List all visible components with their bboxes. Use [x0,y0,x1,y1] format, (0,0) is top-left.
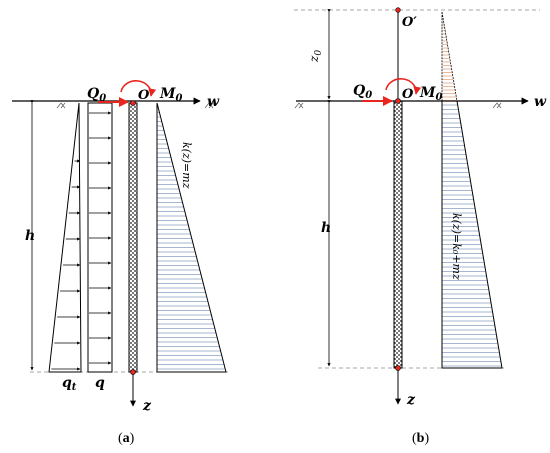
load-tip-label-a: qt [62,375,77,393]
pile-top-node-a [130,100,136,106]
offset-label-b: z0 [307,50,324,63]
uniform-load-a [87,102,113,373]
triangular-load-arrows [51,159,81,371]
ground-hatch-b [294,102,502,109]
ground-hatch-a [56,102,214,109]
moment-arc-a [120,80,157,97]
stiffness-triangle-a [156,102,227,373]
caption-b: (b) [412,431,429,446]
origin-label-a: O [138,88,150,103]
stiffness-above-ground-b [441,11,458,102]
shear-force-label-a: Q0 [87,86,106,104]
pile-bottom-node-b [395,365,401,371]
stiffness-hatch-below-b [442,104,502,367]
pile-b [393,100,403,369]
origin-label-b: O [402,87,414,102]
moment-label-b: M0 [419,85,443,103]
virtual-origin-label-b: O′ [402,15,417,30]
moment-arc-b [385,78,422,95]
stiffness-hatch-above-b [442,19,457,101]
stiffness-hatch-a [157,112,225,370]
triangular-load-a [48,102,82,373]
panel-a: h Q0 O M0 w z qt q k(z)=mz (a) [12,80,228,446]
stiffness-trapezoid-b [441,100,503,369]
w-axis-label-b: w [534,94,547,110]
virtual-origin-node-b [395,7,401,13]
depth-label-b: h [321,220,331,236]
moment-label-a: M0 [159,86,183,104]
stiffness-label-b: k(z)=k₀+mz [450,213,463,280]
pile-top-node-b [395,98,401,104]
shear-force-label-b: Q0 [353,83,372,101]
uniform-load-arrows [89,111,112,365]
load-uniform-label-a: q [95,375,105,391]
z-axis-label-a: z [142,398,152,414]
pile-bottom-node-a [130,369,136,375]
z-axis-label-b: z [406,392,416,408]
panel-b: z0 h O′ Q0 O M0 w z k(z)=k₀+mz (b) [294,7,547,446]
depth-label-a: h [25,228,35,244]
pile-a [128,102,138,373]
caption-a: (a) [118,431,135,446]
w-axis-label-a: w [207,94,220,110]
stiffness-label-a: k(z)=mz [180,142,193,189]
